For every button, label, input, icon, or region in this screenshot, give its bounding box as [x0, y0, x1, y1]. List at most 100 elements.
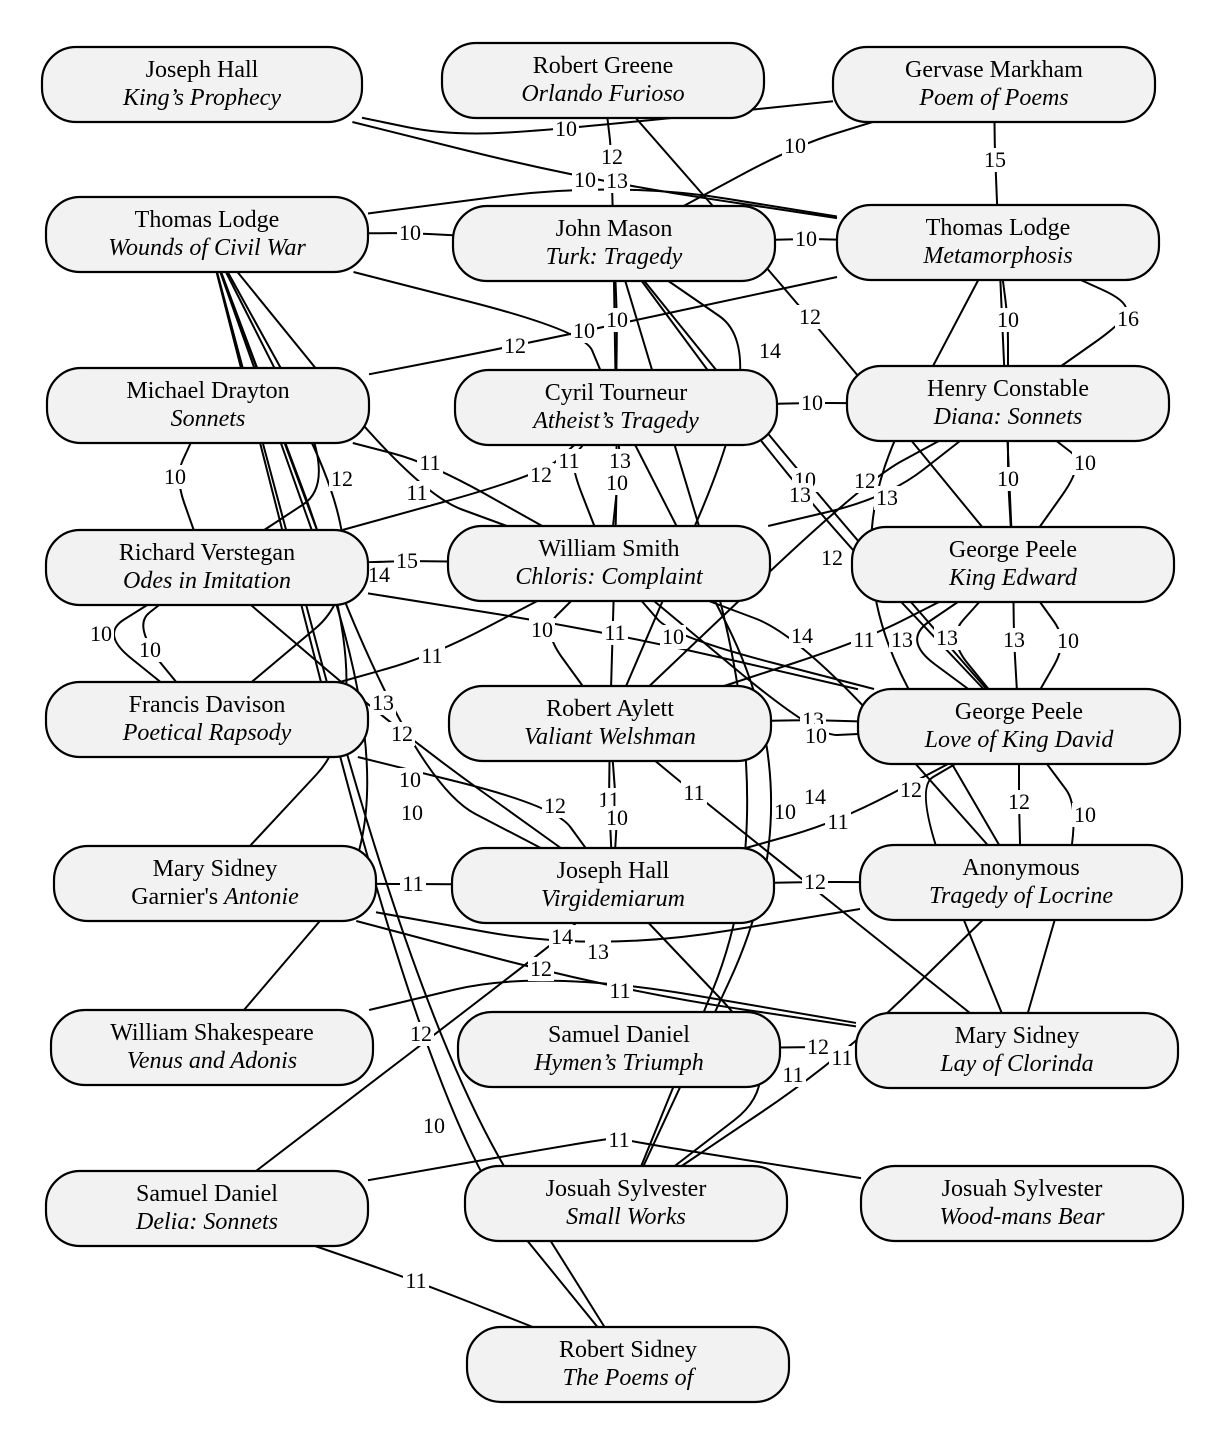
edge-weight-label: 11 [831, 1045, 852, 1070]
edge-weight-label: 13 [876, 485, 898, 510]
edge-weight-background [889, 628, 915, 652]
node-box [44, 680, 370, 759]
edge-weight-label: 10 [997, 466, 1019, 491]
edge-weight-label: 11 [558, 448, 579, 473]
edge-tourneur-atheist-lodge-wounds [353, 271, 602, 371]
edge-weight-label: 12 [331, 466, 353, 491]
node-author: Samuel Daniel [548, 1022, 690, 1048]
edge-peele-edward-peele-david [1039, 601, 1063, 690]
node-title: Small Works [566, 1204, 686, 1230]
node-box [451, 204, 777, 283]
node-box [453, 368, 779, 447]
node-box [858, 843, 1184, 922]
edge-weight-background [394, 549, 420, 573]
node-box [463, 1164, 789, 1243]
edge-weight-label: 10 [1057, 628, 1079, 653]
node-title: King Edward [948, 565, 1078, 591]
edge-weight-background [1055, 629, 1081, 653]
edge-weight-label: 11 [782, 1062, 803, 1087]
edge-weight-background [604, 169, 630, 193]
node-author: Mary Sidney [153, 856, 278, 882]
edge-drayton-sonnets-verstegan-odes [178, 442, 195, 531]
edge-weight-background [772, 800, 798, 824]
node-box [44, 528, 370, 607]
edge-shakespeare-venus-msidney-clorinda [368, 979, 857, 1024]
edge-weight-label: 10 [805, 723, 827, 748]
edge-verstegan-odes-peele-david [367, 592, 859, 691]
node-title: Diana: Sonnets [933, 404, 1083, 430]
edge-weight-background [399, 801, 425, 825]
edge-weight-label: 12 [530, 462, 552, 487]
node-title-prefix: Garnier's [131, 884, 224, 910]
edge-weight-background [529, 618, 555, 642]
node-author: Thomas Lodge [135, 207, 280, 233]
edge-weight-label: 10 [139, 637, 161, 662]
edge-weight-background [366, 563, 392, 587]
edge-weight-background [549, 925, 575, 949]
node-title-text: Atheist’s Tragedy [531, 408, 699, 434]
node-title: Metamorphosis [922, 243, 1072, 269]
edge-weight-background [803, 724, 829, 748]
edge-weight-background [572, 168, 598, 192]
node-title-text: Tragedy of Locrine [929, 883, 1113, 909]
edge-weight-label: 10 [606, 307, 628, 332]
node-title: Tragedy of Locrine [929, 883, 1113, 909]
edge-weight-background [802, 785, 828, 809]
node-title-text: Small Works [566, 1204, 686, 1230]
edge-weight-background [782, 134, 808, 158]
edge-weight-background [553, 117, 579, 141]
edge-weight-background [851, 628, 877, 652]
edge-weight-label: 12 [807, 1034, 829, 1059]
edge-peele-edward-aylett-valiant [723, 601, 940, 687]
edge-hall-virgid-peele-david [745, 763, 949, 849]
node-title-text: The Poems of [563, 1365, 697, 1391]
node-title-text: King Edward [948, 565, 1078, 591]
node-title-text: Antonie [222, 884, 299, 910]
edge-weight-background [137, 638, 163, 662]
node-box [49, 1008, 375, 1087]
edge-peele-edward-peele-david [916, 601, 969, 690]
node-title-text: King’s Prophecy [122, 85, 281, 111]
edge-weight-label: 10 [606, 470, 628, 495]
edge-peele-david-anon-locrine [1018, 764, 1022, 846]
edge-msidney-antonie-msidney-clorinda [356, 920, 857, 1028]
node-author: Robert Greene [533, 53, 674, 79]
edge-verstegan-odes-tourneur-atheist [342, 444, 576, 531]
edge-weight-background [805, 1035, 831, 1059]
node-box [45, 366, 371, 445]
edge-weight-label: 12 [530, 956, 552, 981]
edge-weight-background [606, 1128, 632, 1152]
node-title: Delia: Sonnets [135, 1209, 278, 1235]
edge-weight-label: 11 [421, 643, 442, 668]
edge-weight-background [329, 467, 355, 491]
edge-weight-background [757, 339, 783, 363]
node-title: Atheist’s Tragedy [531, 408, 699, 434]
edge-weight-label: 14 [551, 924, 573, 949]
edge-weight-background [789, 624, 815, 648]
node-box [446, 524, 772, 603]
edge-weight-background [604, 806, 630, 830]
edge-daniel-delia-sylvester-wood [367, 1136, 862, 1182]
edge-weight-background [829, 1046, 855, 1070]
edge-weight-label: 10 [774, 799, 796, 824]
node-author: George Peele [949, 537, 1077, 563]
edge-constable-diana-peele-edward [1007, 441, 1012, 528]
node-title-text: Turk: Tragedy [546, 244, 683, 270]
edge-weight-label: 10 [423, 1113, 445, 1138]
node-title: Lay of Clorinda [939, 1051, 1093, 1077]
edge-peele-edward-peele-david [955, 601, 990, 690]
edge-weight-label: 12 [1008, 789, 1030, 814]
edge-weight-label: 11 [604, 620, 625, 645]
node-box [856, 687, 1182, 766]
node-box [835, 203, 1161, 282]
edge-weight-background [995, 467, 1021, 491]
